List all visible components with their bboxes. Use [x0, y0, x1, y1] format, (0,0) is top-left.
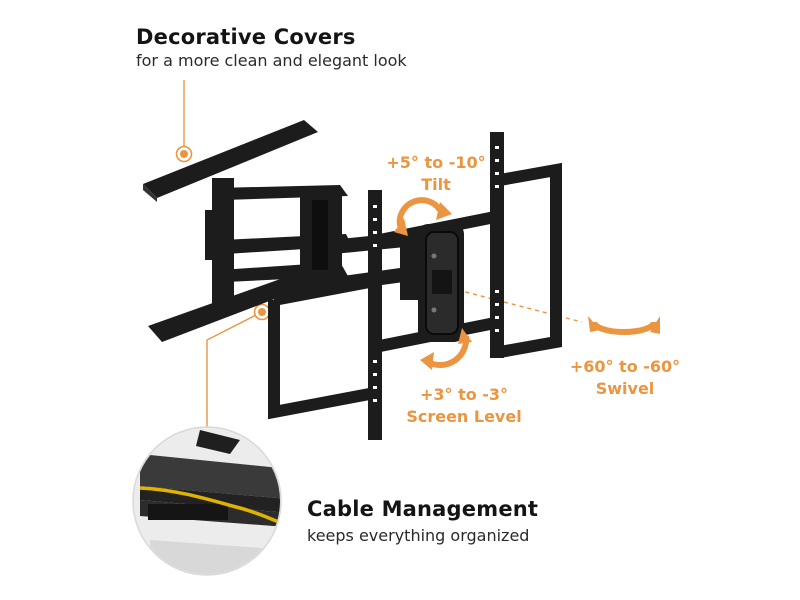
rotation-arrows [394, 197, 660, 370]
rail-left [368, 190, 382, 440]
swivel-range: +60° to -60° [569, 357, 681, 376]
screen-level-spec: +3° to -3° Screen Level [398, 384, 530, 428]
cable-management-inset [132, 426, 282, 576]
swivel-spec: +60° to -60° Swivel [560, 356, 690, 400]
cable-management-title: Cable Management [307, 497, 539, 521]
screen-level-label: Screen Level [406, 407, 522, 426]
leader-dots [175, 145, 271, 321]
cable-leader-line [206, 311, 263, 438]
decorative-covers-title: Decorative Covers [136, 25, 356, 49]
tilt-spec: +5° to -10° Tilt [376, 152, 496, 196]
pivot-head [400, 224, 464, 342]
rail-right [490, 132, 504, 358]
vertical-rails [368, 132, 504, 440]
screen-level-range: +3° to -3° [419, 385, 509, 404]
frame-right [498, 162, 562, 358]
swivel-arrow-icon [591, 321, 657, 335]
cable-icon [139, 486, 280, 529]
frame-left [268, 300, 382, 420]
cable-management-subtitle: keeps everything organized [307, 526, 530, 545]
tilt-label: Tilt [421, 175, 451, 194]
decorative-covers-subtitle: for a more clean and elegant look [136, 51, 407, 70]
tilt-arrow-icon [396, 197, 443, 227]
tilt-range: +5° to -10° [386, 153, 486, 172]
swivel-label: Swivel [595, 379, 655, 398]
top-cover [143, 120, 318, 198]
